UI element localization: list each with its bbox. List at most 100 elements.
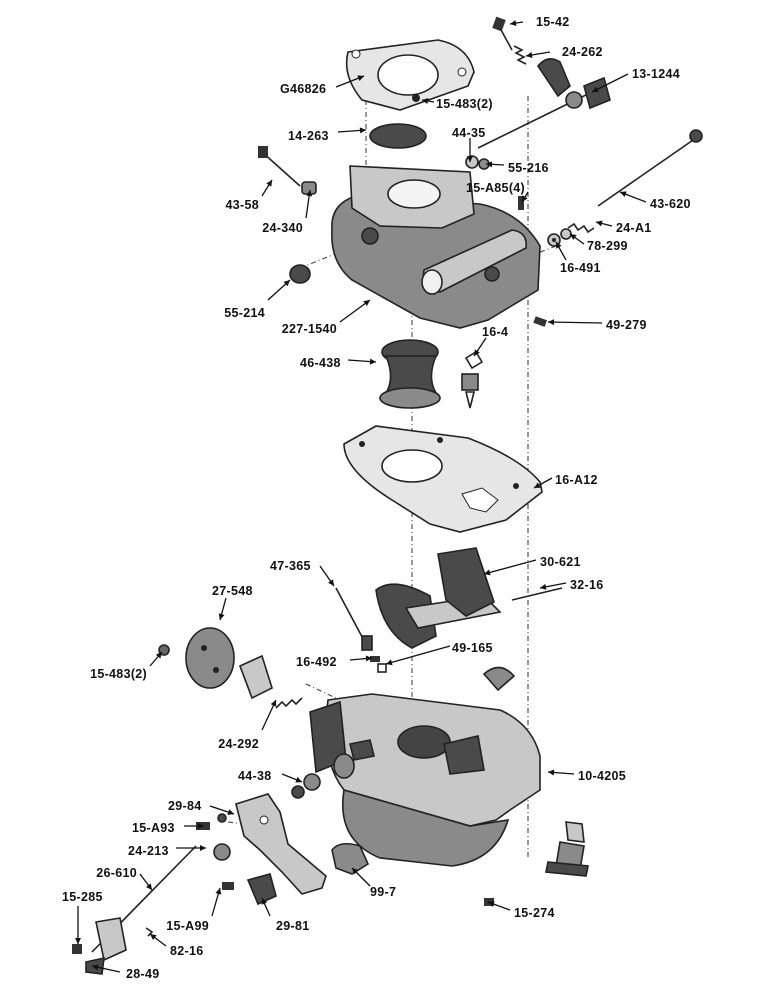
part-label: 15-285: [62, 890, 103, 904]
pump-disc-parts: [158, 627, 303, 709]
leader-arrowhead: [596, 220, 603, 227]
leader-arrowhead: [548, 319, 555, 326]
leader-line: [385, 645, 451, 665]
leader-arrowhead: [227, 809, 234, 815]
part-label: 13-1244: [632, 67, 680, 81]
leader-arrowhead: [357, 75, 364, 81]
leader-line: [547, 321, 603, 324]
part-label: 14-263: [288, 129, 329, 143]
pump-small-bits: [370, 656, 516, 692]
leader-arrowhead: [422, 98, 429, 104]
part-label: 24-213: [128, 844, 169, 858]
leader-arrowhead: [146, 883, 152, 890]
part-label: 24-340: [262, 221, 303, 235]
leader-arrowhead: [369, 358, 376, 365]
part-label: 43-58: [226, 198, 259, 212]
drain-fitting-part: [545, 821, 589, 877]
leader-arrowhead: [150, 934, 157, 940]
part-label: 44-38: [238, 769, 271, 783]
linkage-bracket-part: [72, 793, 327, 975]
leader-arrowhead: [620, 191, 627, 197]
leader-arrowhead: [534, 482, 541, 488]
part-label: 49-165: [452, 641, 493, 655]
choke-lever-part: [375, 547, 563, 649]
leader-lines: [75, 20, 647, 973]
float-valve-bits: [461, 316, 548, 409]
part-label: 47-365: [270, 559, 311, 573]
part-label: 24-A1: [616, 221, 652, 235]
part-label: 30-621: [540, 555, 581, 569]
part-label: 16-4: [482, 325, 508, 339]
leader-arrowhead: [526, 52, 533, 58]
leader-arrowhead: [215, 888, 222, 895]
part-label: 16-492: [296, 655, 337, 669]
part-label: 16-491: [560, 261, 601, 275]
leader-arrowhead: [270, 700, 277, 707]
float-part: [379, 339, 441, 409]
leader-arrowhead: [488, 901, 495, 907]
part-label: 99-7: [370, 885, 396, 899]
part-label: 15-42: [536, 15, 569, 29]
part-label: 15-A99: [166, 919, 209, 933]
part-label: 26-610: [96, 866, 137, 880]
top-gasket-part: [345, 39, 475, 111]
leader-arrowhead: [359, 127, 366, 134]
part-label: 46-438: [300, 356, 341, 370]
part-label: 55-214: [224, 306, 265, 320]
leader-arrowhead: [474, 349, 480, 356]
leader-arrowhead: [570, 234, 577, 240]
leader-line: [339, 299, 371, 323]
leader-arrowhead: [261, 898, 268, 905]
leader-arrowhead: [198, 823, 204, 829]
washer-pair: [291, 773, 321, 799]
part-label: 227-1540: [282, 322, 337, 336]
leader-arrowhead: [218, 613, 225, 620]
part-label: 15-A85(4): [466, 181, 525, 195]
part-label: 82-16: [170, 944, 203, 958]
part-label: 28-49: [126, 967, 159, 981]
leader-arrowhead: [155, 652, 162, 659]
leader-arrowhead: [283, 280, 290, 287]
leader-arrowhead: [200, 845, 206, 851]
leader-arrowhead: [295, 776, 302, 783]
throttle-body-part: [289, 165, 541, 329]
part-label: 32-16: [570, 578, 603, 592]
part-label: 15-274: [514, 906, 555, 920]
part-label: 78-299: [587, 239, 628, 253]
choke-plate-part: [369, 94, 427, 149]
leader-arrowhead: [266, 180, 272, 187]
part-label: 27-548: [212, 584, 253, 598]
leader-arrowhead: [592, 86, 599, 92]
float-bowl-part: [309, 693, 541, 867]
leader-arrowhead: [556, 242, 562, 249]
part-label: 44-35: [452, 126, 485, 140]
part-label: 43-620: [650, 197, 691, 211]
leader-arrowhead: [510, 20, 517, 27]
leader-arrowhead: [522, 195, 528, 202]
part-label: 24-262: [562, 45, 603, 59]
leader-arrowhead: [352, 868, 359, 875]
leader-arrowhead: [363, 300, 370, 306]
leader-arrowhead: [365, 655, 372, 662]
part-label: 29-81: [276, 919, 309, 933]
body-gasket-part: [343, 425, 543, 533]
leader-arrowhead: [467, 156, 473, 162]
part-label: 15-A93: [132, 821, 175, 835]
leader-line: [483, 559, 537, 575]
leader-arrowhead: [486, 161, 493, 168]
leader-line: [591, 73, 629, 93]
part-label: 49-279: [606, 318, 647, 332]
leader-arrowhead: [92, 964, 99, 971]
leader-arrowhead: [484, 569, 491, 576]
part-label: 15-483(2): [90, 667, 147, 681]
leader-arrowhead: [540, 583, 547, 590]
part-label: G46826: [280, 82, 326, 96]
part-label: 16-A12: [555, 473, 598, 487]
leader-arrowhead: [306, 190, 313, 197]
leader-arrowhead: [386, 659, 393, 666]
needle-rod-part: [335, 587, 373, 651]
throttle-shaft-group: [477, 16, 611, 149]
